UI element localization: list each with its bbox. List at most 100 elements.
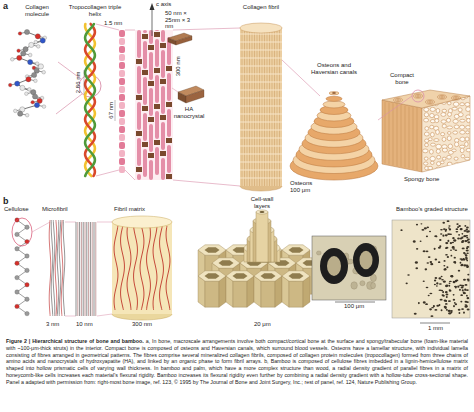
trabecular-pore bbox=[465, 103, 470, 107]
wall-layer-top bbox=[256, 210, 268, 214]
vascular-bundle bbox=[458, 312, 460, 314]
vascular-bundle bbox=[441, 309, 443, 311]
trabecular-pore bbox=[448, 168, 453, 173]
atom bbox=[29, 42, 34, 47]
trabecular-pore bbox=[461, 155, 465, 158]
fibril-band bbox=[240, 81, 282, 82]
vascular-bundle bbox=[430, 263, 433, 265]
vascular-bundle bbox=[423, 250, 426, 252]
axis-label: c axis bbox=[156, 1, 171, 8]
vascular-bundle bbox=[466, 260, 468, 262]
dimension-label: 20 μm bbox=[254, 321, 271, 328]
ha-platelet bbox=[154, 32, 160, 37]
vascular-bundle bbox=[463, 291, 465, 293]
trabecular-pore bbox=[465, 142, 469, 146]
fibril-strand bbox=[76, 222, 77, 316]
vascular-bundle bbox=[459, 289, 461, 291]
cell-wall-face bbox=[289, 281, 303, 307]
vascular-bundle bbox=[458, 270, 460, 272]
fibril-top bbox=[240, 23, 282, 33]
small-cell bbox=[316, 251, 321, 255]
dimension-line bbox=[115, 100, 116, 121]
ha-platelet bbox=[154, 68, 160, 73]
cell-lumen bbox=[219, 260, 234, 266]
atom bbox=[25, 225, 29, 229]
vascular-bundle bbox=[467, 279, 470, 281]
trabecular-pore bbox=[454, 157, 458, 160]
osteon-column bbox=[413, 107, 414, 169]
trabecular-pore bbox=[430, 161, 434, 164]
small-cell bbox=[371, 282, 376, 288]
tropocollagen-rod bbox=[149, 30, 153, 44]
osteon-lamella bbox=[326, 96, 342, 101]
vascular-bundle bbox=[436, 285, 438, 286]
trabecular-pore bbox=[453, 102, 459, 106]
trabecular-pore bbox=[447, 173, 453, 178]
cellulose-fibre bbox=[134, 226, 138, 310]
structure-label: Collagen molecule bbox=[18, 4, 56, 17]
fibril-strand bbox=[85, 222, 86, 316]
vascular-bundle bbox=[453, 294, 455, 296]
trabecular-pore bbox=[464, 166, 469, 170]
trabecular-pore bbox=[441, 174, 445, 178]
trabecular-pore bbox=[466, 148, 471, 151]
atom bbox=[32, 94, 37, 99]
trabecular-pore bbox=[441, 113, 446, 117]
ha-platelet bbox=[142, 34, 148, 39]
osteon-ring bbox=[394, 98, 403, 103]
vascular-bundle bbox=[446, 266, 448, 268]
haversian-canal bbox=[332, 92, 336, 94]
leader-line bbox=[173, 28, 240, 30]
trabecular-pore bbox=[465, 137, 469, 141]
trabecular-pore bbox=[447, 136, 451, 141]
helix-strand bbox=[85, 24, 95, 176]
fibril-strand bbox=[94, 222, 95, 316]
vascular-bundle bbox=[467, 280, 470, 282]
vascular-bundle bbox=[445, 307, 447, 309]
atom bbox=[35, 62, 39, 66]
structure-label: Microfibril bbox=[42, 206, 68, 213]
trabecular-pore bbox=[448, 112, 452, 116]
structure-label: Tropocollagen triple helix bbox=[68, 4, 122, 17]
cell-top bbox=[226, 271, 254, 281]
vascular-bundle bbox=[443, 280, 446, 282]
trabecular-pore bbox=[436, 130, 440, 135]
osteon-ring bbox=[426, 100, 435, 105]
atom bbox=[36, 45, 40, 49]
vascular-bundle bbox=[413, 240, 416, 242]
vascular-bundle bbox=[442, 294, 444, 296]
vascular-bundle bbox=[428, 295, 430, 296]
vascular-bundle bbox=[456, 231, 459, 233]
cell-lumen bbox=[205, 273, 220, 279]
vascular-bundle bbox=[447, 240, 449, 242]
vascular-bundle bbox=[415, 261, 418, 263]
cell-top bbox=[212, 258, 240, 268]
vascular-bundle bbox=[449, 289, 451, 291]
bone-top-face bbox=[382, 90, 470, 108]
vascular-bundle bbox=[428, 256, 431, 258]
vascular-bundle bbox=[427, 227, 429, 229]
leader-line bbox=[125, 170, 135, 180]
trabecular-pore bbox=[453, 131, 458, 134]
cellulose-fibre bbox=[127, 226, 131, 310]
vascular-bundle bbox=[438, 277, 441, 279]
trabecular-pore bbox=[430, 125, 434, 129]
tropocollagen-rod bbox=[155, 30, 159, 31]
ha-platelet bbox=[154, 140, 160, 145]
leader-line bbox=[378, 96, 412, 120]
vascular-bundle bbox=[448, 225, 450, 227]
cellulose-fibre bbox=[140, 226, 144, 310]
tropocollagen-rod bbox=[143, 41, 147, 69]
tropocollagen-rod bbox=[167, 145, 171, 173]
trabecular-pore bbox=[436, 167, 441, 171]
osteon-ring bbox=[415, 95, 421, 98]
vascular-bundle bbox=[466, 247, 468, 249]
vascular-bundle bbox=[449, 281, 452, 282]
osteon-ring bbox=[441, 96, 444, 98]
fibril-body bbox=[240, 28, 282, 186]
atom bbox=[28, 88, 32, 92]
tropocollagen-rod bbox=[155, 75, 159, 103]
osteon-column bbox=[405, 106, 406, 168]
vascular-bundle bbox=[440, 299, 443, 301]
trabecular-pore bbox=[428, 166, 433, 169]
